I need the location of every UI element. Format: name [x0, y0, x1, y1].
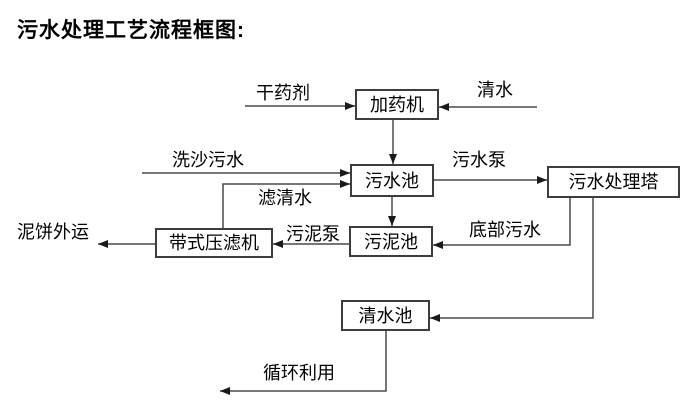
node-belt-filter-press-label: 带式压滤机 — [169, 233, 259, 253]
flow-label-filtered-water: 滤清水 — [258, 188, 312, 208]
edge-filtered-water — [222, 180, 350, 228]
flow-label-recycling: 循环利用 — [263, 363, 335, 383]
node-belt-filter-press: 带式压滤机 — [155, 228, 273, 258]
edge-bottom-sewage — [433, 198, 571, 249]
node-clean-water-pool: 清水池 — [341, 300, 430, 331]
page-title: 污水处理工艺流程框图: — [17, 19, 245, 42]
node-sewage-pool-label: 污水池 — [365, 170, 419, 191]
flow-label-dry-chemical: 干药剂 — [256, 83, 310, 103]
node-sludge-pool-label: 污泥池 — [364, 231, 418, 252]
node-sewage-pool: 污水池 — [350, 164, 434, 197]
flow-label-sewage-pump: 污水泵 — [452, 150, 506, 170]
node-sludge-pool: 污泥池 — [349, 226, 433, 257]
node-treatment-tower: 污水处理塔 — [547, 166, 680, 198]
node-treatment-tower-label: 污水处理塔 — [568, 172, 659, 192]
flow-label-sand-washing-sewage: 洗沙污水 — [172, 150, 244, 170]
flow-label-clean-water: 清水 — [477, 80, 513, 100]
node-dosing-machine: 加药机 — [355, 89, 439, 120]
edge-recycling — [220, 331, 387, 395]
flow-label-mud-cake-out: 泥饼外运 — [17, 222, 89, 242]
node-dosing-machine-label: 加药机 — [370, 94, 424, 115]
node-clean-water-pool-label: 清水池 — [358, 305, 413, 326]
edge-tower-to-clean-pool — [430, 198, 594, 322]
flow-label-sludge-pump: 污泥泵 — [286, 224, 340, 244]
flow-label-bottom-sewage: 底部污水 — [469, 220, 541, 240]
